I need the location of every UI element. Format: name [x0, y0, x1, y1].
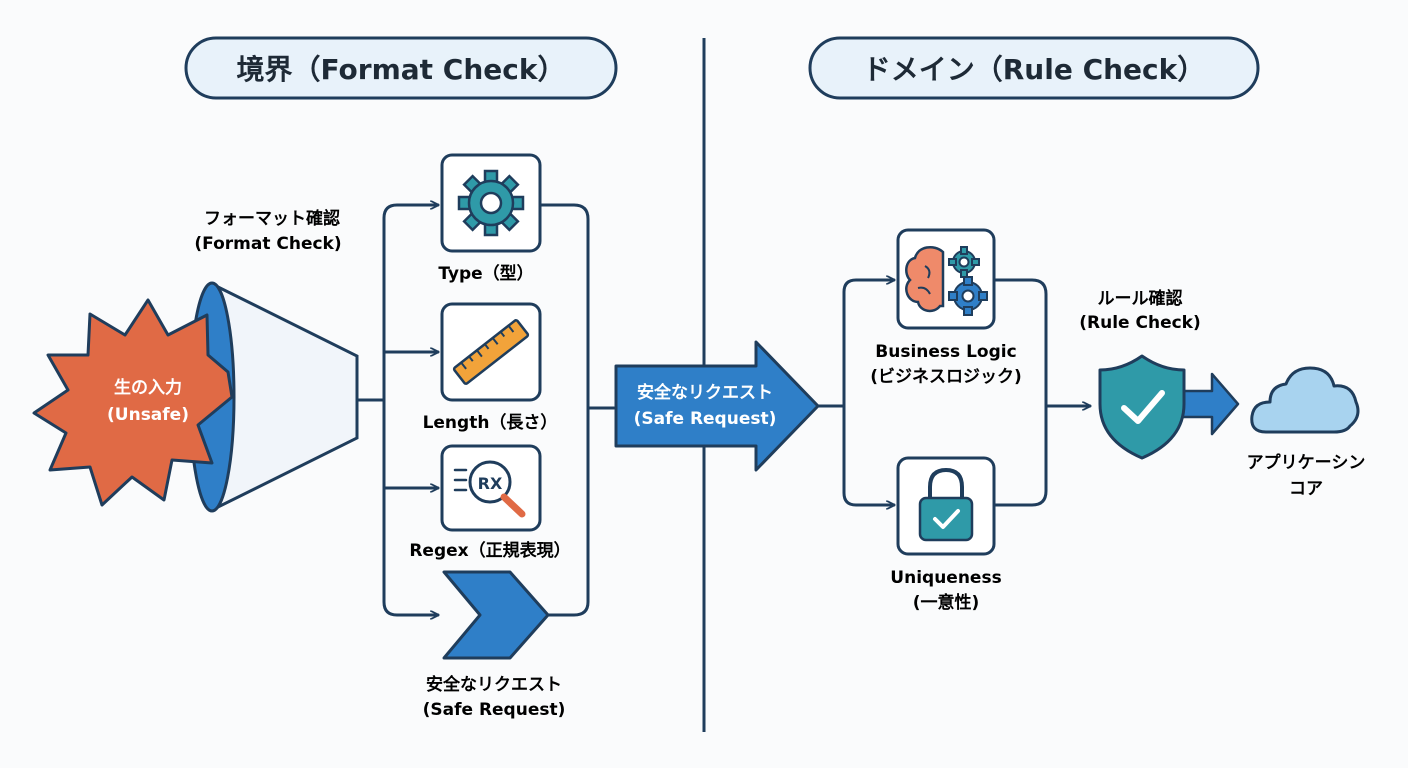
type-label: Type（型） — [438, 263, 533, 284]
brain-gears-icon — [905, 245, 988, 316]
chevron-arrow-icon — [442, 570, 550, 660]
regex-badge: RX — [478, 474, 503, 493]
right-header-pill: ドメイン（Rule Check） — [808, 36, 1260, 100]
format-check-label: フォーマット確認 — [204, 208, 340, 229]
uniqueness-card — [896, 456, 996, 556]
rule-check-sublabel: (Rule Check) — [1079, 313, 1201, 333]
center-arrow-sublabel: (Safe Request) — [634, 409, 777, 429]
right-header-title: ドメイン（Rule Check） — [863, 53, 1206, 86]
left-safe-request-label: 安全なリクエスト — [426, 674, 562, 695]
regex-card: RX — [440, 444, 542, 532]
raw-input-label: 生の入力 — [114, 377, 182, 398]
ruler-icon — [452, 319, 530, 385]
business-logic-sublabel: (ビジネスロジック) — [870, 367, 1022, 387]
uniqueness-label: Uniqueness — [890, 568, 1001, 588]
length-label: Length（長さ） — [423, 412, 558, 433]
business-logic-card — [896, 228, 996, 330]
center-arrow-label: 安全なリクエスト — [637, 382, 773, 403]
left-header-title: 境界（Format Check） — [237, 53, 566, 86]
safe-request-arrow — [614, 340, 820, 472]
length-card — [440, 302, 542, 402]
app-core-label: アプリケーシン — [1247, 452, 1366, 473]
uniqueness-sublabel: (一意性) — [913, 592, 980, 613]
left-branch-connectors — [355, 205, 616, 615]
rule-check-label: ルール確認 — [1098, 288, 1183, 309]
app-core-sublabel: コア — [1289, 479, 1323, 499]
starburst-icon — [32, 298, 234, 507]
shield-check-icon — [1098, 354, 1240, 460]
gear-icon — [457, 169, 525, 237]
business-logic-label: Business Logic — [875, 342, 1016, 362]
format-check-sublabel: (Format Check) — [194, 234, 341, 254]
type-card — [440, 153, 542, 253]
raw-input-sublabel: (Unsafe) — [107, 405, 189, 425]
padlock-check-icon — [918, 467, 974, 542]
left-header-pill: 境界（Format Check） — [184, 36, 618, 100]
regex-magnifier-icon: RX — [453, 460, 526, 518]
regex-label: Regex（正規表現） — [409, 540, 570, 561]
cloud-icon — [1250, 366, 1360, 434]
right-branch-connectors — [816, 280, 1092, 505]
left-safe-request-sublabel: (Safe Request) — [423, 700, 566, 720]
